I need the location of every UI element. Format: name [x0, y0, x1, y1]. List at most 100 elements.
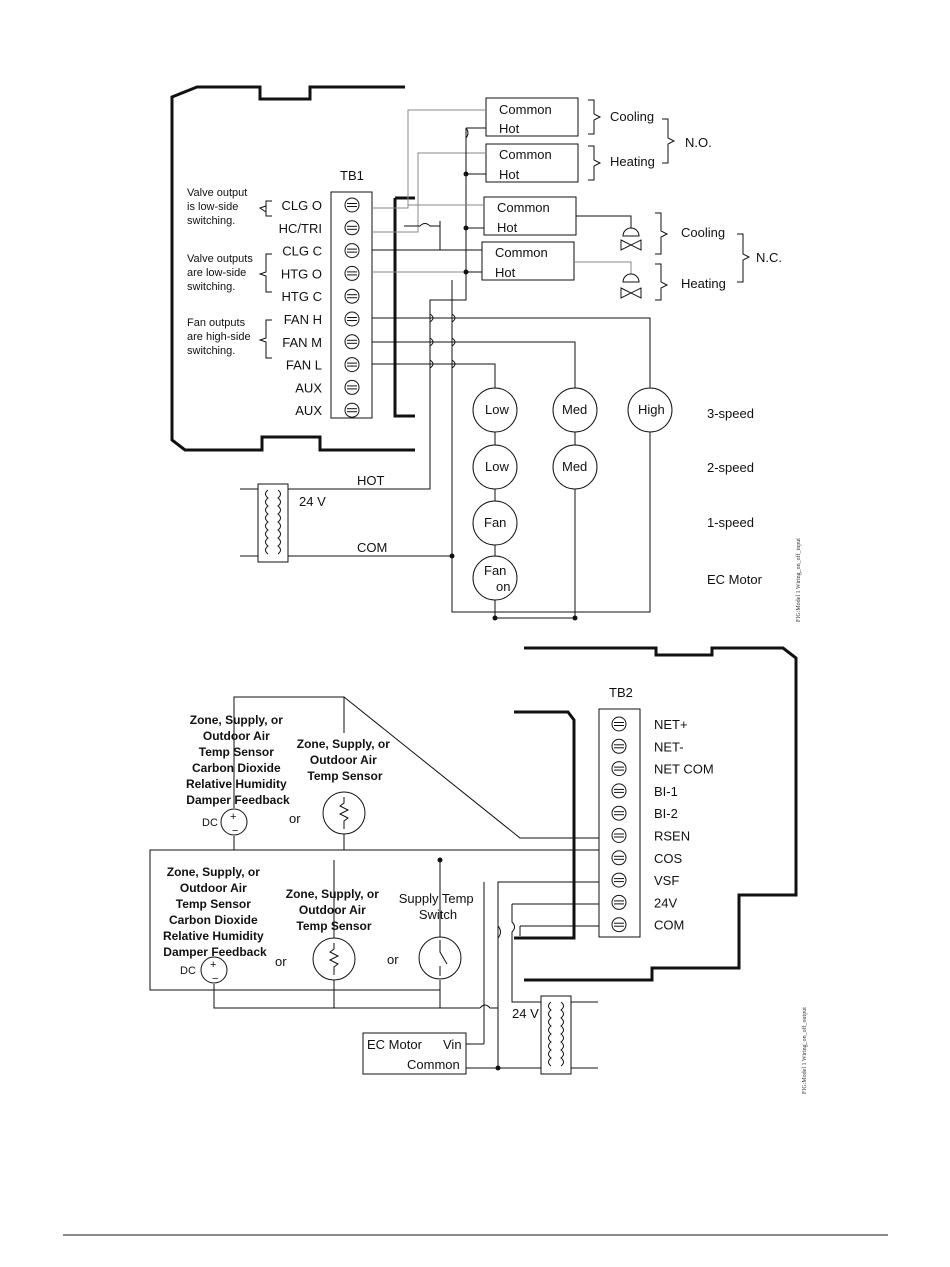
svg-text:+: + — [210, 959, 216, 971]
svg-text:+: + — [230, 811, 236, 823]
nc-label: N.C. — [756, 250, 782, 265]
note-fan-outputs: Fan outputs are high-side switching. — [187, 317, 254, 357]
v24-label-bottom: 24 V — [512, 1006, 539, 1021]
note-valve-outputs: Valve outputs are low-side switching. — [187, 253, 256, 293]
motor-fan-1speed — [472, 500, 518, 546]
ec-motor-label-bottom: EC Motor — [367, 1037, 423, 1052]
svg-text:Hot: Hot — [495, 265, 516, 280]
svg-text:Common: Common — [497, 200, 550, 215]
controller-outline-top — [170, 85, 415, 452]
transformer-bottom — [540, 995, 572, 1075]
tb1-terminal-label-7: FAN L — [286, 358, 322, 373]
motor-low-2speed — [472, 444, 518, 490]
note-valve-output: Valve output is low-side switching. — [187, 187, 250, 227]
tb1-screw-7 — [344, 357, 360, 373]
tb2-screw-8 — [611, 894, 627, 910]
speed2-label: 2-speed — [707, 460, 754, 475]
tb2-terminal-label-3: BI-1 — [654, 784, 678, 799]
valve-heating-icon — [574, 261, 642, 299]
sensor-c-label: Zone, Supply, or Outdoor Air Temp Sensor… — [163, 865, 267, 959]
svg-text:Hot: Hot — [499, 167, 520, 182]
valve-cooling-icon — [576, 215, 642, 251]
controller-outline-bottom — [524, 646, 798, 982]
or-label-a: or — [289, 811, 301, 826]
tb2-screw-1 — [611, 738, 627, 754]
tb2-screw-2 — [611, 761, 627, 777]
svg-text:Low: Low — [485, 402, 509, 417]
tb1-screw-3 — [344, 265, 360, 281]
tb1-screw-5 — [344, 311, 360, 327]
no-label: N.O. — [685, 135, 712, 150]
svg-text:Med: Med — [562, 459, 587, 474]
transformer-top — [257, 483, 289, 563]
or-label-c: or — [275, 954, 287, 969]
tb1-screw-6 — [344, 334, 360, 350]
tb1-terminal-label-8: AUX — [295, 380, 322, 395]
tb2-screw-5 — [611, 828, 627, 843]
tb2-terminal-label-8: 24V — [654, 895, 677, 910]
heating-no-label: Heating — [610, 154, 655, 169]
tb1-screw-8 — [344, 379, 360, 395]
tb1-terminal-label-0: CLG O — [282, 198, 322, 213]
tb1-terminal-label-2: CLG C — [282, 244, 322, 259]
tb1-screw-2 — [344, 243, 360, 259]
tb2-terminal-label-5: RSEN — [654, 829, 690, 844]
tb2-screw-9 — [611, 917, 627, 933]
svg-text:−: − — [232, 825, 238, 837]
relay-heating-nc — [481, 241, 575, 281]
fig-id-bottom: FIG:Model 1 Wiring_on_off_output — [801, 1007, 808, 1094]
hot-label: HOT — [357, 473, 385, 488]
ec-motor-box — [362, 1032, 467, 1075]
sensor-a-label: Zone, Supply, or Outdoor Air Temp Sensor… — [186, 713, 290, 807]
heating-nc-label: Heating — [681, 276, 726, 291]
speed1-label: 1-speed — [707, 515, 754, 530]
svg-text:Common: Common — [499, 147, 552, 162]
fig-id-top: FIG:Model 1 Wiring_on_off_input — [795, 538, 802, 622]
tb1-terminal-label-9: AUX — [295, 403, 322, 418]
speed3-label: 3-speed — [707, 406, 754, 421]
dc-label-a: DC — [202, 817, 218, 829]
svg-text:Fan: Fan — [484, 515, 506, 530]
tb2-screw-7 — [611, 872, 627, 888]
tb2-terminal-label-7: VSF — [654, 873, 679, 888]
or-label-d: or — [387, 952, 399, 967]
motor-fan-on-ec — [472, 555, 518, 601]
tb2-terminal-label-0: NET+ — [654, 717, 688, 732]
svg-text:−: − — [212, 973, 218, 985]
sensor-b-label: Zone, Supply, or Outdoor Air Temp Sensor — [297, 737, 393, 783]
motor-high-3speed — [627, 387, 673, 433]
v24-label-top: 24 V — [299, 494, 326, 509]
tb2-screw-4 — [611, 805, 627, 821]
tb2-terminal-label-6: COS — [654, 851, 683, 866]
switch-e-label: Supply Temp Switch — [399, 891, 478, 922]
tb1-terminal-label-6: FAN M — [282, 335, 322, 350]
svg-text:Hot: Hot — [497, 220, 518, 235]
dc-source-c-icon — [200, 956, 228, 984]
motor-med-3speed — [552, 387, 598, 433]
svg-text:Common: Common — [495, 245, 548, 260]
tb2-screw-6 — [611, 850, 627, 866]
tb1-screw-1 — [344, 220, 360, 236]
motor-low-3speed — [472, 387, 518, 433]
tb1-terminal-label-4: HTG C — [282, 289, 322, 304]
svg-text:Fan: Fan — [484, 563, 506, 578]
svg-text:on: on — [496, 579, 510, 594]
tb2-screws — [611, 716, 627, 933]
relay-cooling-no — [485, 97, 579, 137]
svg-text:Med: Med — [562, 402, 587, 417]
tb1-screw-9 — [344, 402, 360, 418]
com-label: COM — [357, 540, 387, 555]
tb2-terminal-label-2: NET COM — [654, 762, 714, 777]
tb1-terminal-label-1: HC/TRI — [279, 221, 322, 236]
tb1-terminal-label-5: FAN H — [284, 312, 322, 327]
relay-heating-no — [485, 143, 579, 183]
tb1-label: TB1 — [340, 168, 364, 183]
tb1-screw-0 — [344, 197, 360, 213]
svg-text:Hot: Hot — [499, 121, 520, 136]
common-label: Common — [407, 1057, 460, 1072]
dc-label-c: DC — [180, 965, 196, 977]
vin-label: Vin — [443, 1037, 462, 1052]
